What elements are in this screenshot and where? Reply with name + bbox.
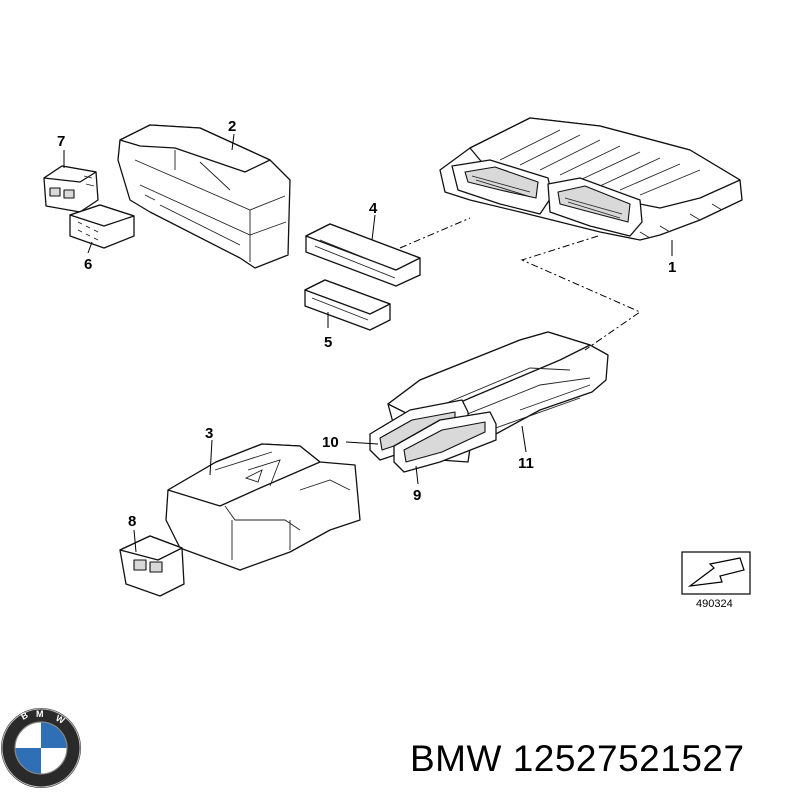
- callout-7: 7: [57, 133, 65, 150]
- callout-1: 1: [668, 259, 676, 276]
- reference-box: 490324: [681, 551, 751, 610]
- svg-text:B: B: [19, 710, 30, 722]
- ecu-control-unit: [439, 117, 743, 241]
- connector-9: [393, 411, 497, 473]
- callout-2: 2: [228, 118, 236, 135]
- leader-lines: [63, 133, 673, 553]
- reference-number: 490324: [696, 598, 733, 610]
- callout-5: 5: [324, 334, 332, 351]
- callout-8: 8: [128, 513, 136, 530]
- part-number-caption: BMW 12527521527: [410, 738, 745, 779]
- callout-3: 3: [205, 425, 213, 442]
- connector-7: [43, 165, 99, 213]
- callout-4: 4: [369, 200, 378, 217]
- contact-strip-5: [304, 279, 391, 331]
- connector-housing-2: [117, 124, 291, 269]
- callout-9: 9: [413, 487, 421, 504]
- bmw-logo: B M W: [1, 708, 81, 788]
- contact-strip-4: [305, 223, 421, 287]
- connection-lines: [399, 217, 642, 351]
- svg-text:M: M: [36, 709, 44, 719]
- protective-box-3: [165, 443, 361, 571]
- callout-11: 11: [518, 455, 534, 472]
- connector-6: [69, 204, 135, 249]
- connector-8: [119, 535, 185, 597]
- callout-6: 6: [84, 256, 92, 273]
- callout-10: 10: [322, 434, 339, 451]
- arrow-icon: [687, 557, 745, 587]
